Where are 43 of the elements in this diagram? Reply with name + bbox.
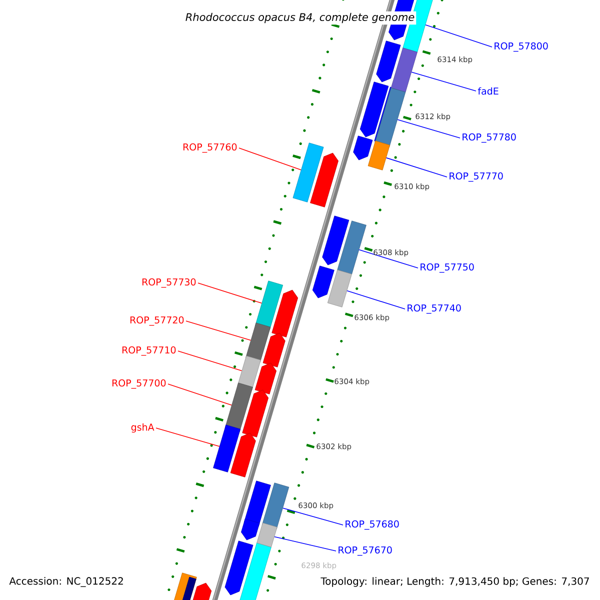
gene-box bbox=[246, 322, 271, 362]
gene-label: ROP_57730 bbox=[142, 278, 196, 288]
leader-line bbox=[274, 536, 336, 552]
gene-label: ROP_57710 bbox=[122, 346, 176, 356]
leader-line bbox=[178, 350, 242, 372]
leader-line bbox=[358, 249, 418, 268]
gene-label: ROP_57720 bbox=[130, 316, 184, 326]
leader-line bbox=[198, 282, 262, 304]
gene-box bbox=[213, 424, 241, 472]
gene-label: ROP_57760 bbox=[183, 143, 237, 153]
leader-line bbox=[238, 148, 302, 170]
gene-label: ROP_57750 bbox=[420, 263, 474, 273]
gene-box bbox=[292, 142, 324, 202]
leader-line bbox=[386, 157, 448, 178]
title: Rhodococcus opacus B4, complete genome bbox=[184, 11, 416, 25]
gene-box bbox=[327, 270, 352, 308]
gene-label: ROP_57740 bbox=[408, 304, 461, 314]
leader-line bbox=[397, 119, 460, 138]
leader-line bbox=[186, 320, 252, 341]
leader-line bbox=[425, 24, 492, 48]
genome-info-text: Topology: linear; Length: 7,913,450 bp; Genes: 7,307 bbox=[320, 576, 591, 588]
leader-line bbox=[156, 428, 220, 447]
gene-label: ROP_57700 bbox=[112, 379, 166, 389]
gene-label: fadE bbox=[478, 87, 498, 95]
gene-box bbox=[337, 220, 366, 274]
leader-line bbox=[168, 384, 232, 406]
gene-box bbox=[256, 522, 278, 548]
leader-line bbox=[411, 72, 476, 92]
gene-box bbox=[374, 88, 406, 148]
gene-box bbox=[262, 482, 290, 530]
gene-box bbox=[255, 280, 284, 330]
gene-label: ROP_57770 bbox=[450, 172, 503, 182]
accession-text: Accession: NC_012522 bbox=[8, 576, 125, 588]
leader-line bbox=[282, 508, 344, 526]
gene-box bbox=[390, 48, 418, 92]
gene-box bbox=[368, 140, 390, 170]
gene-label: ROP_57800 bbox=[494, 42, 548, 52]
gene-label: ROP_57780 bbox=[462, 133, 516, 143]
gene-label: ROP_57670 bbox=[338, 546, 392, 556]
gene-label: ROP_57680 bbox=[346, 520, 399, 530]
gene-label: gshA bbox=[131, 423, 154, 433]
gene-box bbox=[237, 356, 261, 390]
gene-box bbox=[224, 382, 253, 432]
